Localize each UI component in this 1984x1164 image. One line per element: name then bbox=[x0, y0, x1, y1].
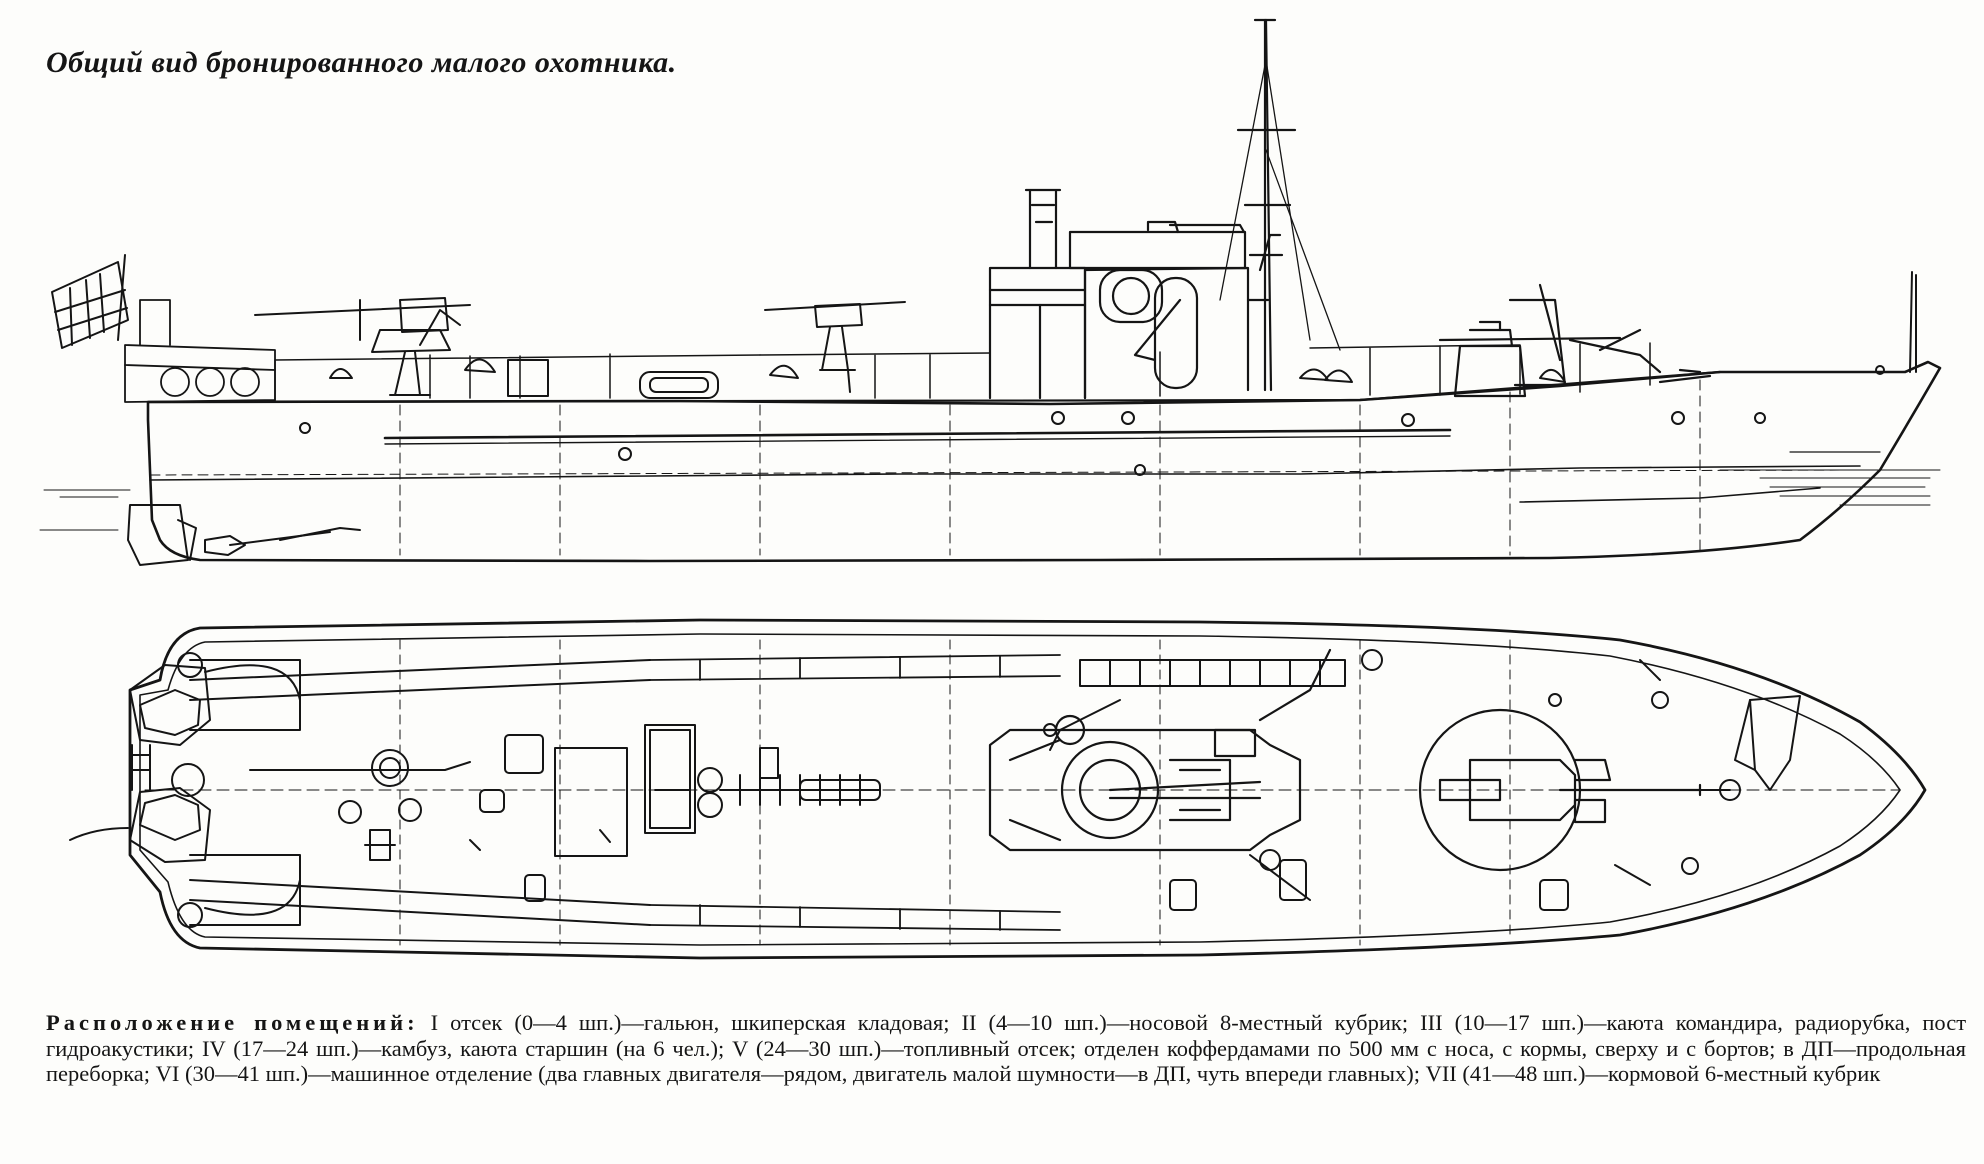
hull-strake bbox=[383, 428, 1452, 440]
compartments-caption: Расположение помещений: I отсек (0—4 шп.… bbox=[46, 1010, 1966, 1087]
stern-flag bbox=[51, 254, 129, 349]
caption-body: I отсек (0—4 шп.)—гальюн, шкиперская кла… bbox=[46, 1010, 1967, 1086]
hull-outline bbox=[146, 360, 1942, 563]
side-view bbox=[39, 18, 1942, 566]
stern-racks bbox=[124, 299, 276, 403]
mid-machine-gun bbox=[764, 301, 906, 393]
portholes bbox=[299, 365, 1885, 476]
stern-gear bbox=[127, 504, 361, 566]
deck-hatch-side bbox=[507, 359, 719, 399]
deck-line bbox=[146, 370, 1722, 404]
wheelhouse bbox=[988, 188, 1282, 400]
forward-gun bbox=[1438, 283, 1712, 398]
drawing-title: Общий вид бронированного малого охотника… bbox=[46, 46, 677, 79]
plan-lockers bbox=[1043, 649, 1569, 911]
plan-wheelhouse bbox=[988, 648, 1332, 852]
ventilators bbox=[329, 358, 1566, 383]
jackstaff bbox=[1909, 271, 1917, 373]
frame-lines bbox=[149, 379, 1861, 556]
hull-chine bbox=[149, 465, 1861, 481]
mast bbox=[1219, 18, 1341, 392]
aft-deck-fittings bbox=[171, 724, 881, 902]
plan-stern-racks bbox=[69, 664, 211, 863]
aft-machine-gun bbox=[254, 297, 471, 396]
plan-forward-gun bbox=[1418, 708, 1702, 872]
caption-heading: Расположение помещений: bbox=[46, 1010, 419, 1035]
plan-bow-fittings bbox=[1614, 659, 1801, 886]
plan-hull-outline bbox=[128, 618, 1927, 960]
depth-charge-rails bbox=[177, 652, 651, 928]
guard-rails bbox=[274, 342, 1651, 401]
plan-view bbox=[69, 618, 1927, 960]
